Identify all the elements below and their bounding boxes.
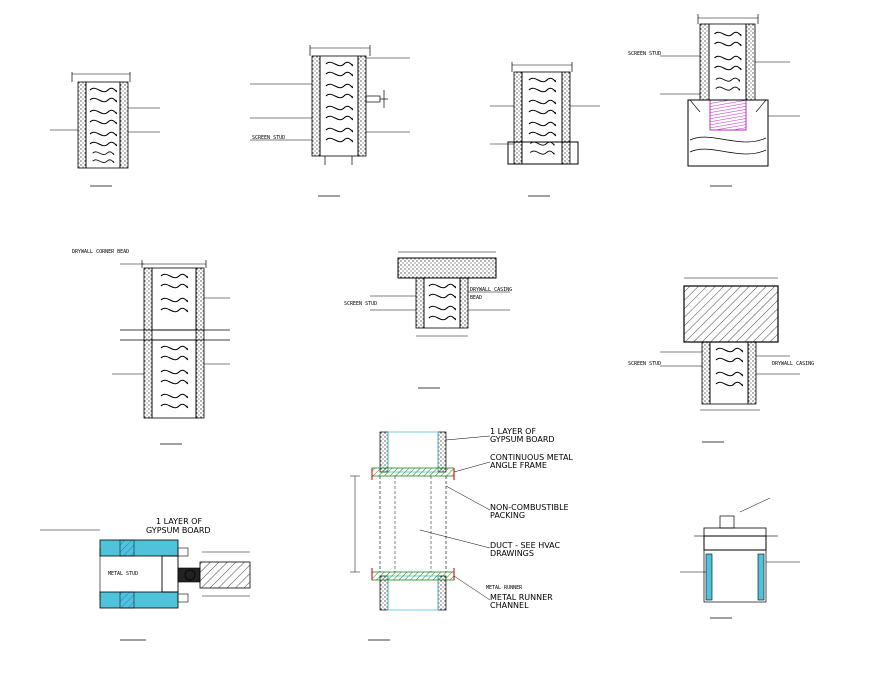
detail-g-head-section xyxy=(660,277,800,443)
label-screen-stud-b: SCREEN STUD xyxy=(252,135,286,141)
detail-17-duct-opening xyxy=(350,431,491,641)
detail16-board-label-line1: 1 LAYER OF xyxy=(156,517,203,526)
detail-b-wall-section xyxy=(250,45,410,197)
label-screen-stud-g: SCREEN STUD xyxy=(628,361,662,367)
detail17-top-board-label: 1 LAYER OF GYPSUM BOARD xyxy=(490,427,555,444)
detail16-metal-stud-label: METAL STUD xyxy=(108,571,139,577)
label-screen-stud-f: SCREEN STUD xyxy=(344,301,378,307)
detail17-duct-label: DUCT - SEE HVAC DRAWINGS xyxy=(490,541,561,558)
label-drywall-corner-bead: DRYWALL CORNER BEAD xyxy=(72,249,130,255)
detail16-board-label-line2: GYPSUM BOARD xyxy=(146,526,211,535)
label-drywall-casing-g: DRYWALL CASING xyxy=(772,361,815,367)
detail-18-jamb-section xyxy=(680,497,800,619)
detail17-runner-label: METAL RUNNER CHANNEL xyxy=(490,593,553,610)
detail-e-wall-section xyxy=(112,260,230,445)
detail-a-wall-section xyxy=(50,72,160,187)
detail17-packing-label: NON-COMBUSTIBLE PACKING xyxy=(490,503,569,520)
detail-c-wall-section xyxy=(490,62,600,197)
detail17-angle-frame-label: CONTINUOUS METAL ANGLE FRAME xyxy=(490,453,573,470)
label-screen-stud-d: SCREEN STUD xyxy=(628,51,662,57)
label-metal-runner-17: METAL RUNNER xyxy=(486,585,523,591)
detail-16-jamb-section xyxy=(40,529,251,641)
label-bead-f: BEAD xyxy=(470,295,483,301)
detail-d-wall-section xyxy=(660,14,800,187)
detail-f-head-section xyxy=(370,251,510,389)
label-drywall-casing-f: DRYWALL CASING xyxy=(470,287,513,293)
